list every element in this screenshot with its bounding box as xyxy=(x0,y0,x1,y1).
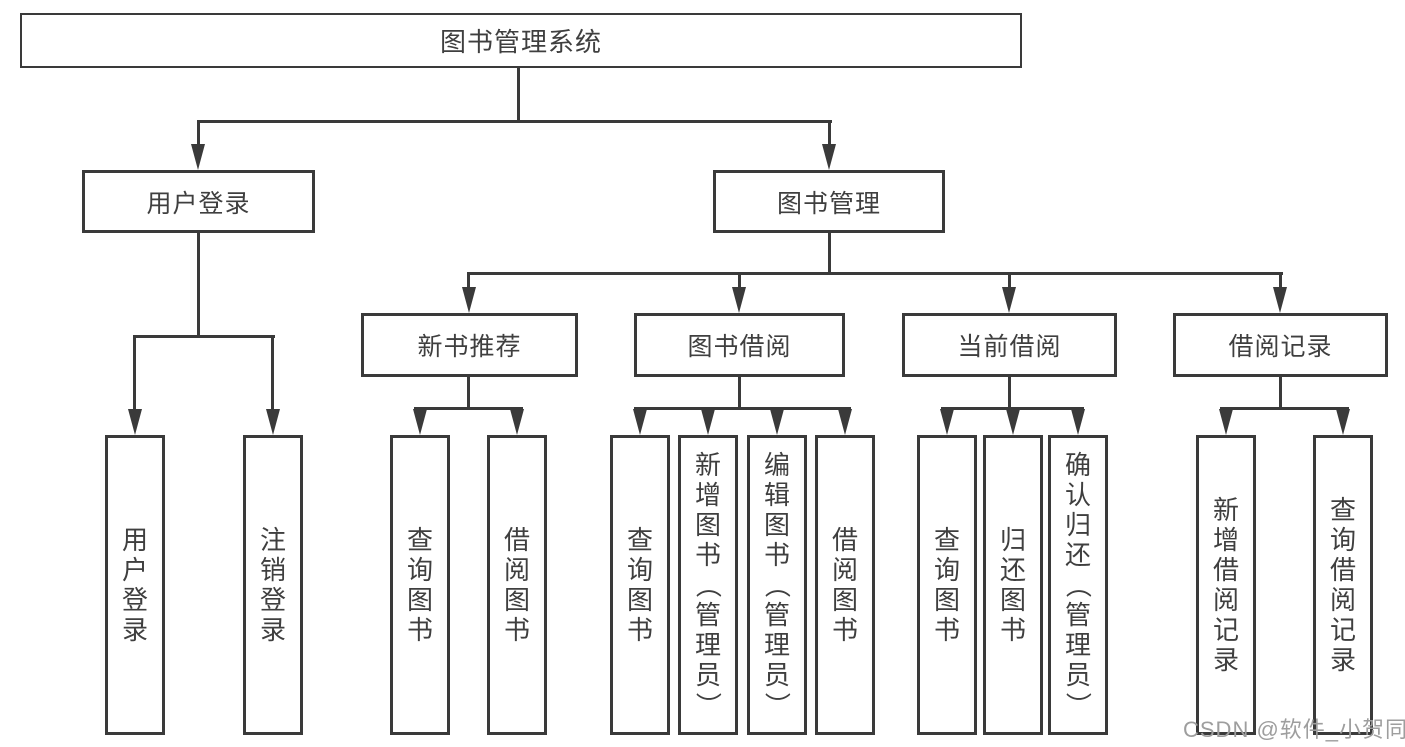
connector-line xyxy=(828,233,831,274)
node-leaf-query-books-1: 查询图书 xyxy=(390,435,450,735)
node-label: 用户登录 xyxy=(121,525,148,645)
node-leaf-add-borrow-record: 新增借阅记录 xyxy=(1196,435,1256,735)
node-user-login: 用户登录 xyxy=(82,170,315,233)
connector-line xyxy=(197,233,200,337)
connector-line xyxy=(1008,272,1011,289)
arrow-down-icon xyxy=(822,144,836,170)
arrow-down-icon xyxy=(1006,409,1020,435)
connector-line xyxy=(197,120,200,146)
connector-line xyxy=(828,120,831,146)
arrow-down-icon xyxy=(633,409,647,435)
node-label: 借阅图书 xyxy=(831,525,858,645)
node-leaf-query-borrow-record: 查询借阅记录 xyxy=(1313,435,1373,735)
node-label: 新增借阅记录 xyxy=(1212,495,1239,675)
node-book-management: 图书管理 xyxy=(713,170,945,233)
node-borrowing-records: 借阅记录 xyxy=(1173,313,1388,377)
connector-line xyxy=(133,335,136,411)
arrow-down-icon xyxy=(940,409,954,435)
arrow-down-icon xyxy=(1336,409,1350,435)
connector-line xyxy=(634,407,851,410)
node-root-system: 图书管理系统 xyxy=(20,13,1022,68)
arrow-down-icon xyxy=(838,409,852,435)
arrow-down-icon xyxy=(128,409,142,435)
arrow-down-icon xyxy=(1273,287,1287,313)
arrow-down-icon xyxy=(701,409,715,435)
node-label: 新增图书（管理员） xyxy=(693,450,723,718)
connector-line xyxy=(467,272,470,289)
connector-line xyxy=(738,377,741,409)
node-book-borrowing: 图书借阅 xyxy=(634,313,845,377)
node-label: 确认归还（管理员） xyxy=(1063,450,1093,718)
arrow-down-icon xyxy=(1002,287,1016,313)
node-leaf-edit-books-admin: 编辑图书（管理员） xyxy=(747,435,807,735)
arrow-down-icon xyxy=(770,409,784,435)
watermark: CSDN @软件_小贺同学 xyxy=(1183,717,1405,742)
connector-line xyxy=(738,272,741,289)
node-label: 归还图书 xyxy=(999,525,1026,645)
node-leaf-borrow-books-1: 借阅图书 xyxy=(487,435,547,735)
node-label: 借阅记录 xyxy=(1228,333,1333,361)
connector-line xyxy=(414,407,523,410)
connector-line xyxy=(197,120,832,123)
arrow-down-icon xyxy=(266,409,280,435)
node-label: 图书借阅 xyxy=(687,333,792,361)
node-leaf-confirm-return-admin: 确认归还（管理员） xyxy=(1048,435,1108,735)
node-leaf-add-books-admin: 新增图书（管理员） xyxy=(678,435,738,735)
node-label: 图书管理 xyxy=(776,189,881,218)
node-label: 注销登录 xyxy=(259,525,286,645)
arrow-down-icon xyxy=(1071,409,1085,435)
node-label: 查询借阅记录 xyxy=(1329,495,1356,675)
node-label: 图书管理系统 xyxy=(439,27,602,57)
connector-line xyxy=(1279,272,1282,289)
node-leaf-logout: 注销登录 xyxy=(243,435,303,735)
connector-line xyxy=(1008,377,1011,409)
node-label: 查询图书 xyxy=(933,525,960,645)
node-label: 编辑图书（管理员） xyxy=(762,450,792,718)
node-label: 新书推荐 xyxy=(417,333,522,361)
node-new-book-recommend: 新书推荐 xyxy=(361,313,578,377)
arrow-down-icon xyxy=(1219,409,1233,435)
node-label: 查询图书 xyxy=(406,525,433,645)
connector-line xyxy=(1220,407,1349,410)
connector-line xyxy=(467,272,1283,275)
arrow-down-icon xyxy=(510,409,524,435)
node-leaf-query-books-2: 查询图书 xyxy=(610,435,670,735)
connector-line xyxy=(517,68,520,123)
node-label: 当前借阅 xyxy=(957,333,1062,361)
node-current-borrowing: 当前借阅 xyxy=(902,313,1117,377)
connector-line xyxy=(1279,377,1282,409)
connector-line xyxy=(133,335,275,338)
node-label: 用户登录 xyxy=(146,189,251,218)
connector-line xyxy=(941,407,1084,410)
node-label: 借阅图书 xyxy=(503,525,530,645)
node-leaf-query-books-3: 查询图书 xyxy=(917,435,977,735)
arrow-down-icon xyxy=(191,144,205,170)
node-leaf-borrow-books-2: 借阅图书 xyxy=(815,435,875,735)
arrow-down-icon xyxy=(732,287,746,313)
connector-line xyxy=(467,377,470,409)
connector-line xyxy=(271,335,274,411)
arrow-down-icon xyxy=(462,287,476,313)
node-label: 查询图书 xyxy=(626,525,653,645)
node-leaf-user-login: 用户登录 xyxy=(105,435,165,735)
node-leaf-return-books: 归还图书 xyxy=(983,435,1043,735)
arrow-down-icon xyxy=(413,409,427,435)
